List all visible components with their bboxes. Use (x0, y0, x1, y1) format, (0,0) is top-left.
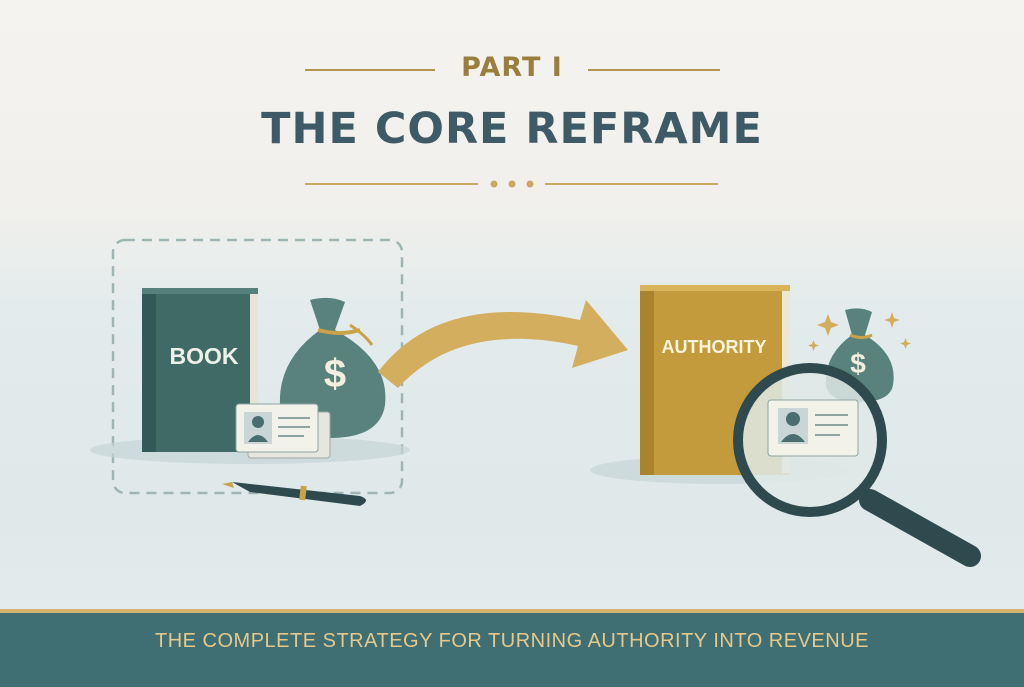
part-label: PART I (461, 52, 563, 83)
book-label: BOOK (169, 343, 239, 369)
pen-icon (222, 482, 366, 506)
footer-band (0, 609, 1024, 687)
id-card-icon (235, 403, 331, 459)
sparkle-icon (808, 312, 911, 351)
footer-tagline: THE COMPLETE STRATEGY FOR TURNING AUTHOR… (154, 630, 869, 652)
magnifying-glass-icon (733, 363, 981, 567)
money-bag-icon (279, 297, 386, 438)
authority-label: AUTHORITY (661, 337, 767, 357)
dollar-sign-right: $ (850, 348, 866, 379)
top-ornament (305, 69, 720, 188)
arrow-icon (378, 300, 628, 388)
page-title: THE CORE REFRAME (261, 104, 763, 154)
dollar-sign-left: $ (323, 352, 347, 396)
book-icon (142, 288, 258, 452)
